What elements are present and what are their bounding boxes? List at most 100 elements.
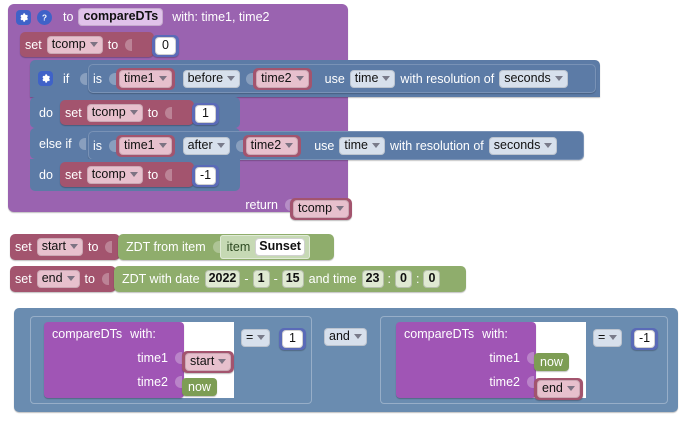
gear-icon[interactable] <box>16 9 31 25</box>
item-value-field[interactable]: Sunset <box>255 238 305 256</box>
arg-value-start[interactable]: start <box>182 351 235 373</box>
if-condition-socket <box>78 70 88 88</box>
date-dash-2: - <box>273 272 278 286</box>
variable-dropdown-tcomp-2[interactable]: tcomp <box>86 165 143 184</box>
arg-value-now-left[interactable]: now <box>182 378 217 396</box>
value-socket <box>103 238 113 256</box>
call-right-arg-1: time1 <box>484 349 534 367</box>
item-block[interactable]: item Sunset <box>219 235 310 259</box>
comparator-value: after <box>187 137 213 152</box>
variable-dropdown-tcomp-1[interactable]: tcomp <box>86 103 143 122</box>
number-value[interactable]: 1 <box>195 105 216 123</box>
chevron-down-icon <box>66 276 75 281</box>
day-field[interactable]: 15 <box>281 270 304 288</box>
variable-dropdown-time2-b[interactable]: time2 <box>245 136 299 155</box>
value-socket <box>163 104 173 122</box>
to-label: to <box>147 167 159 182</box>
set-tcomp-init-block[interactable]: set tcomp to <box>20 32 154 57</box>
procedure-name-field[interactable]: compareDTs <box>78 8 164 26</box>
variable-block-time2-b[interactable]: time2 <box>242 134 302 157</box>
arg-value-end[interactable]: end <box>534 378 583 400</box>
resolution-dropdown-1[interactable]: seconds <box>499 69 568 88</box>
procedure-name-text: compareDTs <box>83 9 159 23</box>
chevron-down-icon <box>158 75 167 81</box>
variable-block-time2-a[interactable]: time2 <box>253 67 312 90</box>
is-label-2: is <box>93 138 103 153</box>
variable-dropdown-start[interactable]: start <box>36 238 83 256</box>
set-tcomp-1-block[interactable]: set tcomp to <box>60 100 194 125</box>
number-value[interactable]: 0 <box>155 37 176 55</box>
procedure-header[interactable]: ? to compareDTs with: time1, time2 <box>8 4 275 30</box>
operand-b-socket-1 <box>244 70 254 88</box>
compare-number-right[interactable]: -1 <box>631 328 658 350</box>
compare-condition-1[interactable]: is time1 before time2 use ti <box>88 64 596 93</box>
comparator-dropdown-1[interactable]: before <box>182 69 241 88</box>
variable-dropdown-end-arg[interactable]: end <box>537 380 580 398</box>
return-variable-block[interactable]: tcomp <box>290 198 353 220</box>
return-row[interactable]: return <box>240 194 292 216</box>
use-dropdown-2[interactable]: time <box>339 136 385 155</box>
zdt-from-item-block[interactable]: ZDT from item item Sunset <box>118 234 334 260</box>
number-value[interactable]: -1 <box>195 167 216 185</box>
comparator-dropdown-2[interactable]: after <box>182 136 230 155</box>
to-label: to <box>107 37 119 52</box>
call-name-label: compareDTs <box>404 327 475 341</box>
chevron-down-icon <box>158 142 167 148</box>
variable-dropdown-start-arg[interactable]: start <box>185 353 232 371</box>
number-block-1[interactable]: 1 <box>192 103 219 125</box>
set-start-block[interactable]: set start to <box>10 234 120 260</box>
set-label: set <box>65 167 82 182</box>
call-right-header: compareDTs with: <box>404 327 513 341</box>
chevron-down-icon <box>70 244 78 249</box>
time-colon-2: : <box>415 272 420 286</box>
help-icon[interactable]: ? <box>37 9 52 25</box>
call-comparedts-left[interactable]: compareDTs with: time1 time2 <box>44 322 184 398</box>
zdt-with-date-block[interactable]: ZDT with date 2022 - 1 - 15 and time 23 … <box>114 266 466 292</box>
chevron-down-icon <box>382 75 391 81</box>
variable-dropdown-time1-b[interactable]: time1 <box>119 136 172 155</box>
variable-name: tcomp <box>91 104 126 119</box>
number-value[interactable]: -1 <box>634 330 655 348</box>
minute-field[interactable]: 0 <box>394 270 412 288</box>
procedure-with-label: with: time1, time2 <box>172 10 270 24</box>
chevron-down-icon <box>554 75 563 81</box>
chevron-down-icon <box>216 142 225 148</box>
resolution-dropdown-2[interactable]: seconds <box>488 136 558 155</box>
variable-dropdown-end[interactable]: end <box>36 270 80 288</box>
item-socket <box>211 238 220 256</box>
compare-number-left[interactable]: 1 <box>279 328 306 350</box>
set-tcomp-2-block[interactable]: set tcomp to <box>60 162 194 187</box>
variable-name: time1 <box>124 137 155 152</box>
call-comparedts-right[interactable]: compareDTs with: time1 time2 <box>396 322 536 398</box>
month-field[interactable]: 1 <box>252 270 270 288</box>
second-field[interactable]: 0 <box>423 270 441 288</box>
hour-field[interactable]: 23 <box>361 270 384 288</box>
variable-dropdown-time2-a[interactable]: time2 <box>256 69 309 88</box>
arg-name-time2: time2 <box>137 375 168 389</box>
and-operator-label: and <box>329 329 350 343</box>
number-value[interactable]: 1 <box>282 330 303 348</box>
variable-block-time1-b[interactable]: time1 <box>116 134 175 157</box>
resolution-value: seconds <box>493 137 541 152</box>
gear-icon-if[interactable] <box>38 71 53 86</box>
variable-dropdown-tcomp[interactable]: tcomp <box>46 35 103 54</box>
variable-dropdown-tcomp-return[interactable]: tcomp <box>293 200 350 218</box>
variable-block-time1-a[interactable]: time1 <box>116 67 175 90</box>
variable-dropdown-time1-a[interactable]: time1 <box>119 69 172 88</box>
arg-socket-time2 <box>173 373 182 391</box>
call-with-label: with: <box>482 327 508 341</box>
year-field[interactable]: 2022 <box>204 270 241 288</box>
procedure-definition-block[interactable]: ? to compareDTs with: time1, time2 set t… <box>8 4 600 212</box>
zdt-from-item-label: ZDT from item <box>126 240 206 254</box>
number-block-0[interactable]: 0 <box>152 35 179 57</box>
arg-value-now-right[interactable]: now <box>534 353 569 371</box>
use-dropdown-1[interactable]: time <box>349 69 396 88</box>
comparator-dropdown-right[interactable]: = <box>593 329 623 347</box>
compare-condition-2[interactable]: is time1 after time2 use tim <box>88 131 584 160</box>
comparator-value: = <box>598 330 606 344</box>
and-operator-dropdown[interactable]: and <box>324 328 367 346</box>
comparator-dropdown-left[interactable]: = <box>241 329 271 347</box>
number-block-minus1[interactable]: -1 <box>192 165 219 187</box>
set-end-block[interactable]: set end to <box>10 266 116 292</box>
